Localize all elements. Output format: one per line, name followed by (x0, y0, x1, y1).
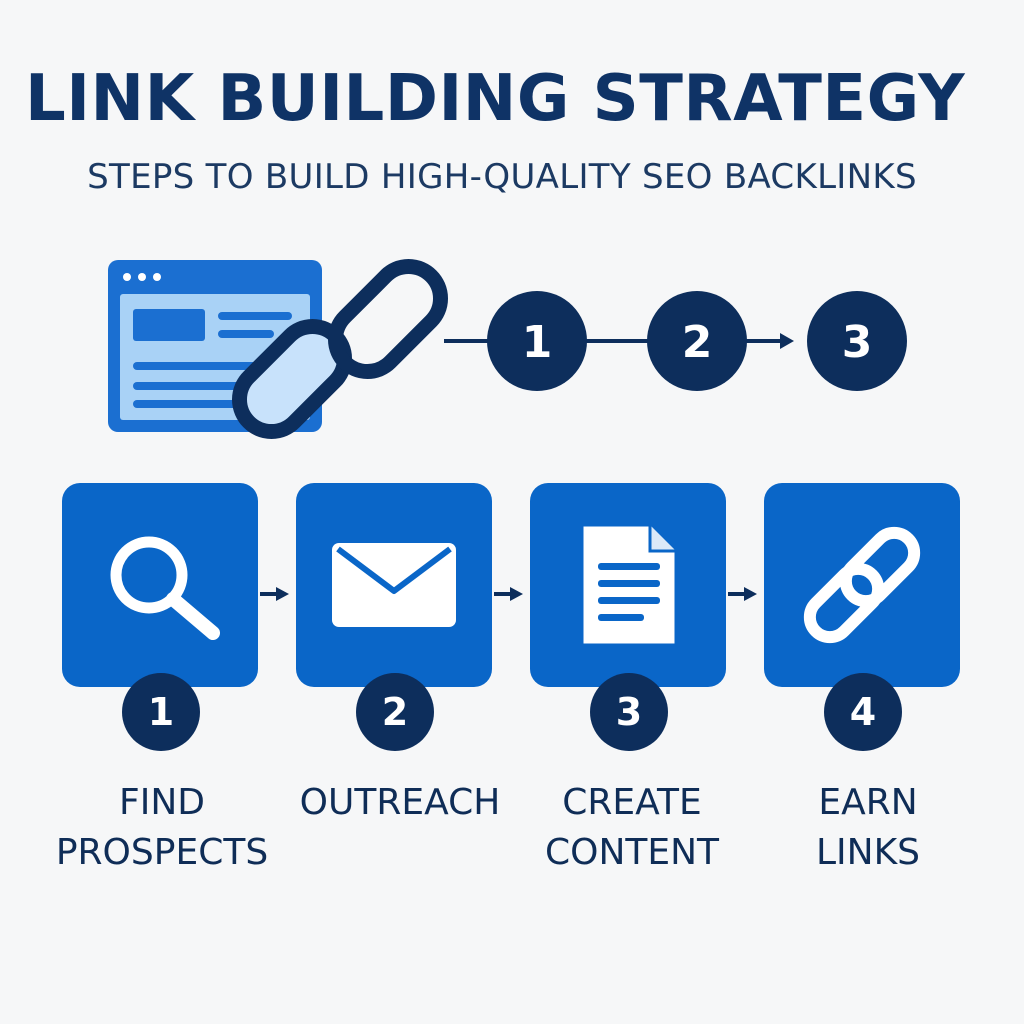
sequence-step-3: 3 (807, 291, 907, 391)
step-label-line: CREATE (562, 782, 702, 823)
step-label-find-prospects: FIND PROSPECTS (42, 778, 282, 878)
sequence-number: 2 (682, 317, 713, 368)
step-number-badge: 3 (590, 673, 668, 751)
step-label-line: EARN (818, 782, 918, 823)
step-card-earn-links (764, 483, 960, 687)
step-card-create-content (530, 483, 726, 687)
step-arrow (494, 587, 523, 601)
step-label-line: FIND (119, 782, 205, 823)
step-arrow (260, 587, 289, 601)
step-label-create-content: CREATE CONTENT (512, 778, 752, 878)
step-label-outreach: OUTREACH (280, 778, 520, 828)
step-card-find-prospects (62, 483, 258, 687)
step-label-line: LINKS (815, 832, 921, 873)
step-arrow (728, 587, 757, 601)
step-label-earn-links: EARN LINKS (748, 778, 988, 878)
page-title: LINK BUILDING STRATEGY (24, 62, 966, 136)
document-icon (580, 523, 678, 647)
step-label-line: PROSPECTS (55, 832, 269, 873)
step-number-badge: 1 (122, 673, 200, 751)
step-number-badge: 2 (356, 673, 434, 751)
page-subtitle: STEPS TO BUILD HIGH-QUALITY SEO BACKLINK… (87, 157, 917, 197)
step-label-line: CONTENT (544, 832, 720, 873)
sequence-connectors (444, 333, 794, 349)
envelope-icon (332, 543, 456, 627)
sequence-number: 3 (842, 317, 873, 368)
link-icon (803, 526, 921, 644)
sequence-number: 1 (522, 317, 553, 368)
chain-link-icon (231, 258, 449, 440)
hero-illustration: 1 2 3 (108, 258, 907, 440)
sequence-step-2: 2 (647, 291, 747, 391)
step-card-outreach (296, 483, 492, 687)
sequence-step-1: 1 (487, 291, 587, 391)
step-label-line: OUTREACH (299, 782, 501, 823)
step-number-badge: 4 (824, 673, 902, 751)
search-icon (110, 536, 220, 640)
